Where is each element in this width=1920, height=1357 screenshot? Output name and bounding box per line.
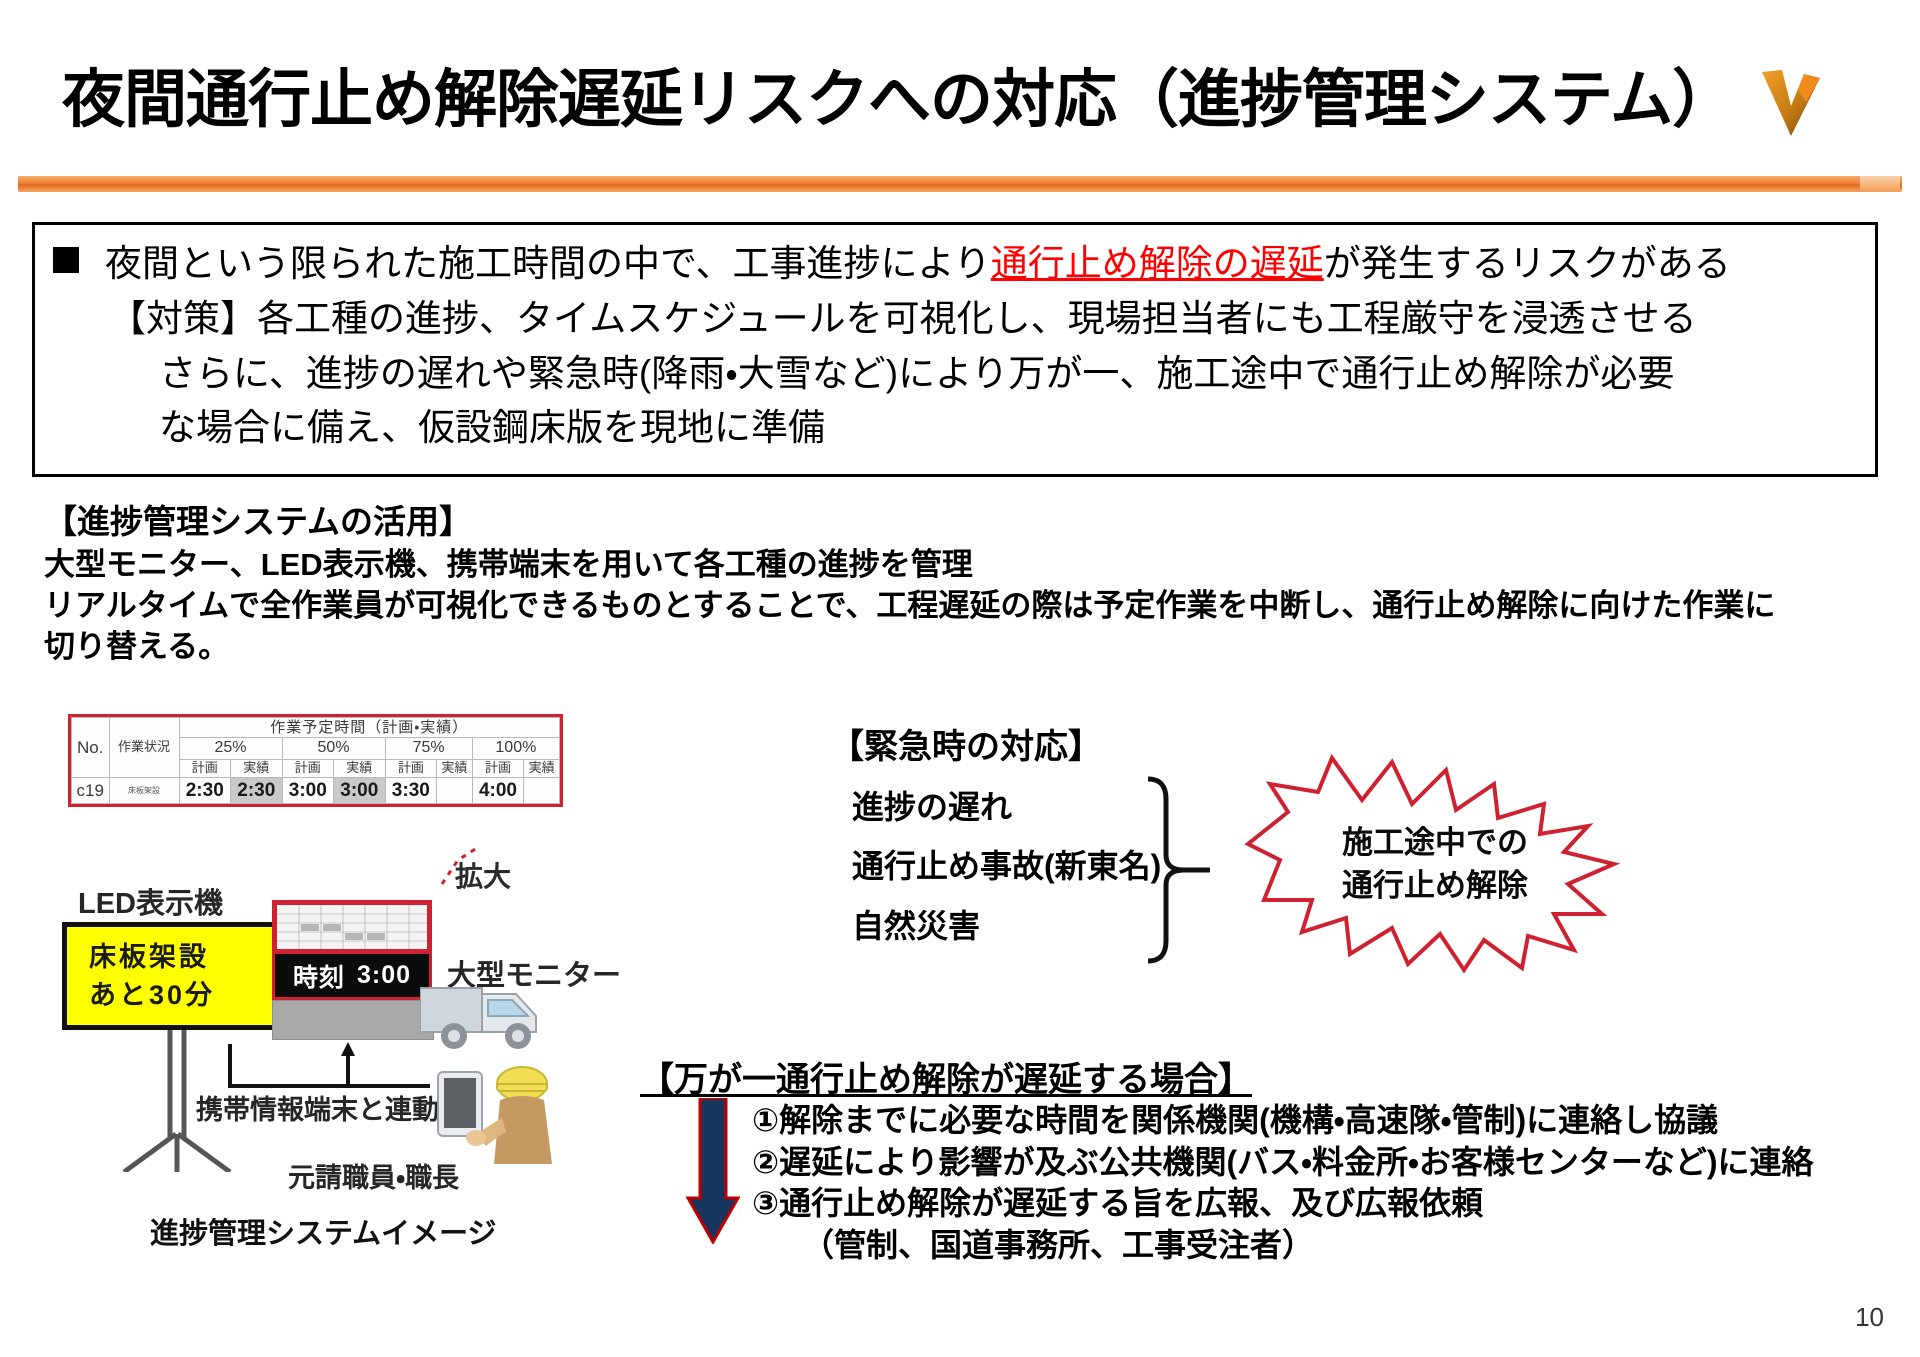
starburst-callout-icon — [1244, 753, 1621, 973]
statement-line-3: さらに、進捗の遅れや緊急時(降雨・大雪など)により万が一、施工途中で通行止め解除… — [159, 352, 1675, 394]
delay-procedure-heading: 【万が一通行止め解除が遅延する場合】 — [640, 1061, 1252, 1099]
row-value-6: 4:00 — [471, 776, 525, 805]
worker-with-tablet-icon — [437, 1066, 552, 1164]
emergency-heading: 【緊急時の対応】 — [830, 728, 1102, 766]
table-sub-4: 計画 — [384, 758, 438, 778]
statement-line-1: 夜間という限られた施工時間の中で、工事進捗により通行止め解除の遅延が発生するリス… — [53, 237, 1857, 292]
table-sub-7: 実績 — [523, 758, 560, 778]
monitor-body — [272, 1000, 434, 1040]
usage-block: 【進捗管理システムの活用】 大型モニター、LED表示機、携帯端末を用いて各工種の… — [44, 500, 1844, 667]
row-status: 床板架設 — [108, 776, 180, 805]
row-value-4: 3:30 — [384, 776, 438, 805]
down-arrow-icon — [686, 1098, 740, 1244]
monitor-schedule-screen — [272, 900, 432, 954]
emergency-block: 【緊急時の対応】 進捗の遅れ 通行止め事故(新東名) 自然災害 — [830, 726, 1161, 947]
zoom-callout-label: 拡大 — [455, 861, 512, 892]
statement-line-1-pre: 夜間という限られた施工時間の中で、工事進捗により — [105, 243, 991, 284]
table-sub-5: 実績 — [436, 758, 473, 778]
starburst-text: 施工途中での 通行止め解除 — [1240, 822, 1630, 908]
delay-item-2: ③通行止め解除が遅延する旨を広報、及び広報依頼 — [752, 1185, 1484, 1222]
delay-sub-item: （管制、国道事務所、工事受注者） — [802, 1226, 1315, 1263]
led-sign: 床板架設 あと30分 — [62, 922, 299, 1030]
row-value-5 — [436, 776, 473, 805]
statement-line-2: 【対策】各工種の進捗、タイムスケジュールを可視化し、現場担当者にも工程厳守を浸透… — [109, 297, 1697, 339]
table-row: c19 床板架設 2:30 2:30 3:00 3:00 3:30 4:00 — [71, 776, 560, 805]
row-value-1: 2:30 — [230, 776, 283, 805]
statement-line-1-post: が発生するリスクがある — [1323, 243, 1731, 284]
row-value-3: 3:00 — [333, 776, 386, 805]
page-number: 10 — [1855, 1302, 1884, 1332]
starburst-line-1: 施工途中での — [1342, 825, 1528, 860]
monitor-clock: 時刻 3:00 — [272, 954, 432, 1000]
row-value-2: 3:00 — [281, 776, 335, 805]
title-accent-bar-cap — [1860, 176, 1900, 192]
emergency-item-0: 進捗の遅れ — [852, 788, 1013, 825]
led-sign-line-2: あと30分 — [89, 980, 216, 1010]
page-title: 夜間通行止め解除遅延リスクへの対応（進捗管理システム） — [62, 65, 1735, 136]
emergency-item-2: 自然災害 — [852, 907, 981, 944]
delay-item-0: ①解除までに必要な時間を関係機関(機構・高速隊・管制)に連絡し協議 — [752, 1102, 1719, 1138]
usage-line-3: 切り替える。 — [44, 628, 230, 664]
curly-brace-icon — [1147, 776, 1210, 964]
delay-item-1: ②遅延により影響が及ぶ公共機関(バス・料金所・お客様センターなど)に連絡 — [752, 1143, 1814, 1180]
table-header-no: No. — [71, 717, 110, 778]
statement-line-1-highlight: 通行止め解除の遅延 — [990, 243, 1324, 284]
usage-line-2: リアルタイムで全作業員が可視化できるものとすることで、工程遅延の際は予定作業を中… — [44, 587, 1776, 623]
led-display-caption: LED表示機 — [78, 888, 224, 920]
zoom-leader-line-icon — [440, 844, 481, 885]
table-sub-6: 計画 — [471, 758, 525, 778]
table-pct-100: 100% — [471, 737, 561, 760]
led-sign-line-1: 床板架設 — [89, 941, 209, 972]
table-pct-75: 75% — [384, 737, 473, 760]
table-sub-0: 計画 — [178, 758, 232, 778]
table-pct-25: 25% — [178, 737, 283, 760]
emergency-item-1: 通行止め事故(新東名) — [852, 848, 1162, 885]
square-bullet-icon — [53, 247, 79, 273]
usage-heading: 【進捗管理システムの活用】 — [44, 503, 473, 540]
row-value-7 — [523, 776, 560, 805]
starburst-line-2: 通行止め解除 — [1342, 867, 1528, 903]
table-sub-3: 実績 — [333, 758, 386, 778]
chevron-v-logo-icon — [1762, 70, 1821, 136]
usage-line-1: 大型モニター、LED表示機、携帯端末を用いて各工種の進捗を管理 — [44, 546, 973, 582]
table-sub-1: 実績 — [230, 758, 283, 778]
row-value-0: 2:30 — [178, 776, 232, 805]
title-accent-bar — [18, 176, 1902, 192]
led-sign-tripod-icon — [122, 1030, 232, 1172]
table-group-header: 作業予定時間（計画・実績） — [178, 716, 560, 739]
figure-caption: 進捗管理システムイメージ — [150, 1218, 497, 1250]
monitor-caption: 大型モニター — [447, 960, 622, 992]
table-sub-2: 計画 — [281, 758, 335, 778]
truck-icon — [420, 987, 537, 1049]
monitor-grid-icon — [277, 905, 427, 949]
schedule-table: No. 作業状況 作業予定時間（計画・実績） 25% 50% 75% 100% … — [68, 714, 563, 808]
mobile-link-caption: 携帯情報端末と連動 — [196, 1095, 439, 1125]
statement-box: 夜間という限られた施工時間の中で、工事進捗により通行止め解除の遅延が発生するリス… — [32, 222, 1878, 477]
monitor-clock-label: 時刻 — [292, 963, 345, 992]
delay-procedure-list: ①解除までに必要な時間を関係機関(機構・高速隊・管制)に連絡し協議 ②遅延により… — [752, 1100, 1814, 1266]
table-pct-50: 50% — [281, 737, 386, 760]
worker-caption: 元請職員・職長 — [288, 1163, 460, 1193]
row-no: c19 — [71, 776, 110, 805]
monitor-clock-value: 3:00 — [356, 961, 412, 989]
table-header-status: 作業状況 — [108, 717, 180, 778]
statement-line-4: な場合に備え、仮設鋼床版を現地に準備 — [159, 407, 825, 449]
title-row: 夜間通行止め解除遅延リスクへの対応（進捗管理システム） — [0, 46, 1920, 156]
link-connector-icon — [228, 1042, 430, 1088]
